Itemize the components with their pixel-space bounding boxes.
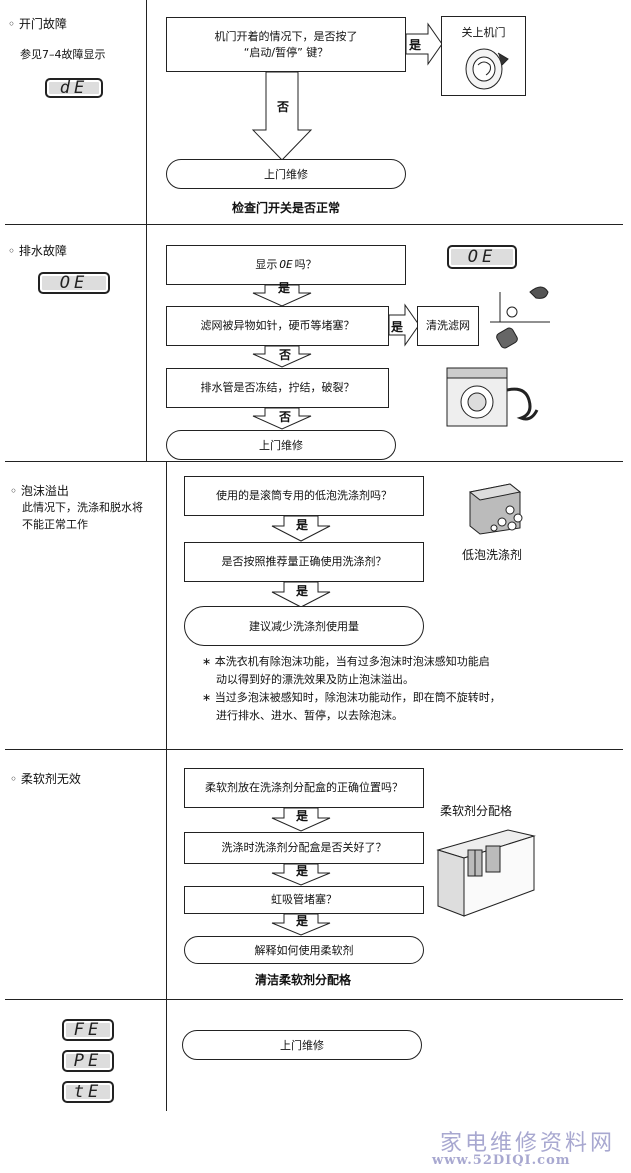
softener-arrow-3	[271, 913, 331, 936]
foam-arrow-2	[271, 581, 331, 608]
drain-service-label: 上门维修	[259, 439, 303, 452]
door-title: ◦ 开门故障	[8, 17, 67, 31]
foam-q1-label: 使用的是滚筒专用的低泡洗涤剂吗？	[216, 489, 392, 503]
door-caption: 检查门开关是否正常	[232, 201, 341, 215]
divider-1	[5, 224, 623, 225]
foam-note-2: 动以得到好的漂洗效果及防止泡沫溢出。	[216, 673, 414, 686]
door-error-code: dE	[59, 78, 89, 98]
foam-q2-label: 是否按照推荐量正确使用洗涤剂？	[221, 555, 387, 569]
foam-question-1: 使用的是滚筒专用的低泡洗涤剂吗？	[184, 476, 424, 516]
door-reference: 参见7–4故障显示	[20, 48, 106, 61]
drain-question-2: 滤网被异物如针，硬币等堵塞？	[166, 306, 389, 346]
drain-no-3: 否	[279, 410, 292, 424]
drain-q1-code: OE	[279, 258, 293, 272]
watermark-url: www.52DIQI.com	[432, 1153, 571, 1168]
detergent-box-icon	[468, 483, 523, 535]
door-service-pill: 上门维修	[166, 159, 406, 189]
door-question-line2: “启动/暂停” 键？	[243, 45, 329, 59]
drain-yes-arrow-2	[388, 303, 420, 347]
softener-question-1: 柔软剂放在洗涤剂分配盒的正确位置吗？	[184, 768, 424, 808]
error-display-te: tE	[62, 1081, 114, 1103]
drain-q1-pre: 显示	[255, 258, 278, 272]
error-code-te: tE	[73, 1082, 103, 1102]
softener-yes-1: 是	[296, 809, 309, 823]
softener-arrow-2	[271, 863, 331, 886]
error-display-fe: FE	[62, 1019, 114, 1041]
drain-title: ◦ 排水故障	[8, 244, 67, 258]
door-no-arrow	[251, 71, 313, 161]
foam-yes-1: 是	[296, 518, 309, 532]
foam-image-label: 低泡洗涤剂	[462, 548, 523, 562]
drain-action-label: 清洗滤网	[426, 319, 470, 333]
column-divider-top	[146, 0, 147, 462]
door-yes-arrow	[405, 22, 443, 66]
foam-advice-label: 建议减少洗涤剂使用量	[249, 620, 359, 633]
door-service-label: 上门维修	[264, 168, 308, 181]
door-no-label: 否	[277, 100, 290, 114]
drain-display-code: OE	[467, 247, 497, 267]
door-action-label: 关上机门	[461, 26, 506, 39]
drain-q1-post: 吗？	[294, 258, 317, 272]
door-error-display: dE	[45, 78, 103, 98]
softener-q2-label: 洗涤时洗涤剂分配盒是否关好了？	[221, 841, 387, 855]
foam-desc-line2: 不能正常工作	[22, 518, 88, 531]
drain-arrow-2	[252, 345, 312, 368]
error-code-pe: PE	[73, 1051, 103, 1071]
foam-arrow-1	[271, 515, 331, 542]
watermark-title: 家电维修资料网	[440, 1131, 616, 1156]
softener-image-label: 柔软剂分配格	[440, 804, 513, 818]
softener-q3-label: 虹吸管堵塞？	[271, 893, 337, 907]
softener-advice-label: 解释如何使用柔软剂	[254, 944, 354, 957]
softener-question-3: 虹吸管堵塞？	[184, 886, 424, 914]
drain-action-box: 清洗滤网	[417, 306, 479, 346]
softener-yes-3: 是	[296, 914, 309, 928]
washer-hose-icon	[446, 367, 539, 427]
door-close-icon	[465, 48, 509, 90]
softener-arrow-1	[271, 807, 331, 832]
other-service-pill: 上门维修	[182, 1030, 422, 1060]
softener-question-2: 洗涤时洗涤剂分配盒是否关好了？	[184, 832, 424, 864]
softener-yes-2: 是	[296, 864, 309, 878]
foam-question-2: 是否按照推荐量正确使用洗涤剂？	[184, 542, 424, 582]
other-service-label: 上门维修	[280, 1039, 324, 1052]
door-action-box: 关上机门	[441, 16, 526, 96]
softener-title: ◦ 柔软剂无效	[10, 772, 81, 786]
door-question-box: 机门开着的情况下，是否按了 “启动/暂停” 键？	[166, 17, 406, 72]
drain-arrow-3	[252, 407, 312, 430]
dispenser-drawer-icon	[436, 829, 536, 917]
foam-title: ◦ 泡沫溢出	[10, 484, 69, 498]
door-question-line1: 机门开着的情况下，是否按了	[214, 29, 358, 43]
divider-3	[5, 749, 623, 750]
divider-4	[5, 999, 623, 1000]
foam-yes-2: 是	[296, 584, 309, 598]
foam-note-4: 进行排水、进水、暂停，以去除泡沫。	[216, 709, 403, 722]
drain-q2-label: 滤网被异物如针，硬币等堵塞？	[200, 319, 355, 333]
filter-icon	[490, 286, 550, 349]
drain-arrow-1	[252, 284, 312, 307]
drain-yes-2: 是	[391, 320, 404, 334]
door-yes-label: 是	[409, 38, 422, 52]
drain-error-code: OE	[59, 273, 89, 293]
softener-caption: 清洁柔软剂分配格	[255, 973, 352, 987]
drain-error-display: OE	[38, 272, 110, 294]
drain-display-image: OE	[447, 245, 517, 269]
error-code-fe: FE	[73, 1020, 103, 1040]
foam-note-1: ∗ 本洗衣机有除泡沫功能，当有过多泡沫时泡沫感知功能启	[202, 655, 490, 668]
softener-advice-pill: 解释如何使用柔软剂	[184, 936, 424, 964]
foam-note-3: ∗ 当过多泡沫被感知时，除泡沫功能动作，即在筒不旋转时，	[202, 691, 501, 704]
drain-service-pill: 上门维修	[166, 430, 396, 460]
error-display-pe: PE	[62, 1050, 114, 1072]
divider-2	[5, 461, 623, 462]
softener-q1-label: 柔软剂放在洗涤剂分配盒的正确位置吗？	[205, 781, 403, 795]
drain-no-2: 否	[279, 348, 292, 362]
drain-yes-1: 是	[278, 281, 291, 295]
column-divider-bottom	[166, 461, 167, 1111]
drain-q3-label: 排水管是否冻结，拧结，破裂？	[200, 381, 355, 395]
foam-advice-pill: 建议减少洗涤剂使用量	[184, 606, 424, 646]
foam-desc-line1: 此情况下，洗涤和脱水将	[22, 501, 143, 514]
drain-question-3: 排水管是否冻结，拧结，破裂？	[166, 368, 389, 408]
